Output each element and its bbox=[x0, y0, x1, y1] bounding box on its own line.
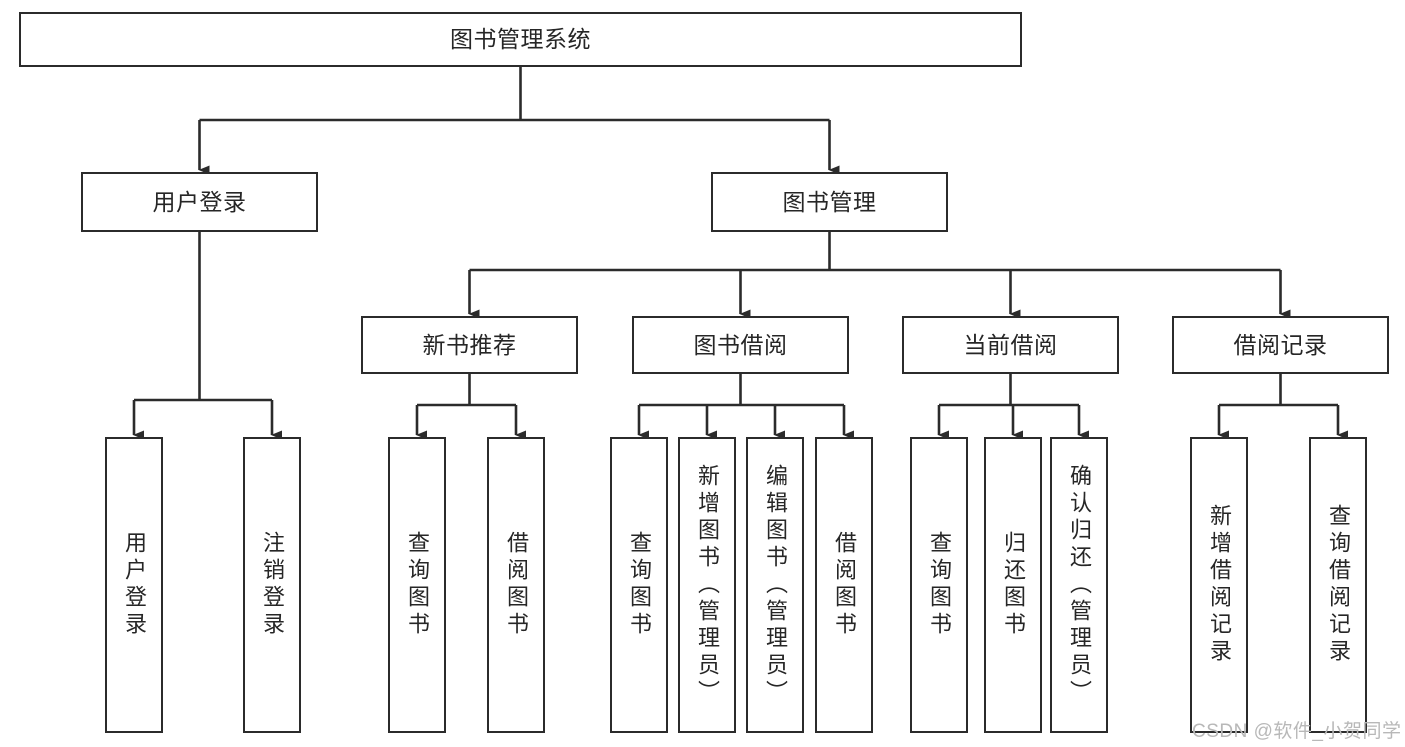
node-leaf-return-book-label: 归还图书 bbox=[1001, 531, 1026, 639]
node-user-login-label: 用户登录 bbox=[152, 188, 247, 215]
node-leaf-query-record[interactable]: 查询借阅记录 bbox=[1309, 437, 1367, 733]
node-leaf-borrow-book-1[interactable]: 借阅图书 bbox=[487, 437, 545, 733]
node-leaf-borrow-book-2[interactable]: 借阅图书 bbox=[815, 437, 873, 733]
node-leaf-user-login-label: 用户登录 bbox=[122, 531, 147, 639]
node-user-login[interactable]: 用户登录 bbox=[81, 172, 318, 232]
node-leaf-add-book-label: 新增图书（管理员） bbox=[695, 463, 720, 707]
node-borrow-record-label: 借阅记录 bbox=[1233, 331, 1328, 358]
node-leaf-query-book-2[interactable]: 查询图书 bbox=[610, 437, 668, 733]
node-leaf-add-record[interactable]: 新增借阅记录 bbox=[1190, 437, 1248, 733]
node-book-manage-label: 图书管理 bbox=[782, 188, 877, 215]
node-leaf-edit-book-label: 编辑图书（管理员） bbox=[763, 463, 788, 707]
node-book-borrow-label: 图书借阅 bbox=[693, 331, 788, 358]
node-root-label: 图书管理系统 bbox=[450, 26, 591, 53]
node-borrow-record[interactable]: 借阅记录 bbox=[1172, 316, 1389, 374]
node-leaf-query-book-2-label: 查询图书 bbox=[627, 531, 652, 639]
node-leaf-logout[interactable]: 注销登录 bbox=[243, 437, 301, 733]
node-leaf-query-book-1-label: 查询图书 bbox=[405, 531, 430, 639]
node-book-manage[interactable]: 图书管理 bbox=[711, 172, 948, 232]
node-new-book-recommend-label: 新书推荐 bbox=[422, 331, 517, 358]
node-leaf-query-record-label: 查询借阅记录 bbox=[1326, 504, 1351, 666]
node-leaf-logout-label: 注销登录 bbox=[260, 531, 285, 639]
node-leaf-query-book-3-label: 查询图书 bbox=[927, 531, 952, 639]
node-leaf-add-book[interactable]: 新增图书（管理员） bbox=[678, 437, 736, 733]
node-leaf-borrow-book-1-label: 借阅图书 bbox=[504, 531, 529, 639]
node-leaf-borrow-book-2-label: 借阅图书 bbox=[832, 531, 857, 639]
node-new-book-recommend[interactable]: 新书推荐 bbox=[361, 316, 578, 374]
node-leaf-edit-book[interactable]: 编辑图书（管理员） bbox=[746, 437, 804, 733]
node-leaf-return-book[interactable]: 归还图书 bbox=[984, 437, 1042, 733]
node-leaf-add-record-label: 新增借阅记录 bbox=[1207, 504, 1232, 666]
node-leaf-query-book-1[interactable]: 查询图书 bbox=[388, 437, 446, 733]
node-leaf-confirm-return-label: 确认归还（管理员） bbox=[1067, 463, 1092, 707]
node-book-borrow[interactable]: 图书借阅 bbox=[632, 316, 849, 374]
node-root[interactable]: 图书管理系统 bbox=[19, 12, 1022, 67]
watermark-text: CSDN @软件_小贺同学 bbox=[1192, 721, 1402, 742]
node-current-borrow-label: 当前借阅 bbox=[963, 331, 1058, 358]
node-current-borrow[interactable]: 当前借阅 bbox=[902, 316, 1119, 374]
node-leaf-query-book-3[interactable]: 查询图书 bbox=[910, 437, 968, 733]
node-leaf-user-login[interactable]: 用户登录 bbox=[105, 437, 163, 733]
connector-group bbox=[132, 67, 1348, 440]
node-leaf-confirm-return[interactable]: 确认归还（管理员） bbox=[1050, 437, 1108, 733]
